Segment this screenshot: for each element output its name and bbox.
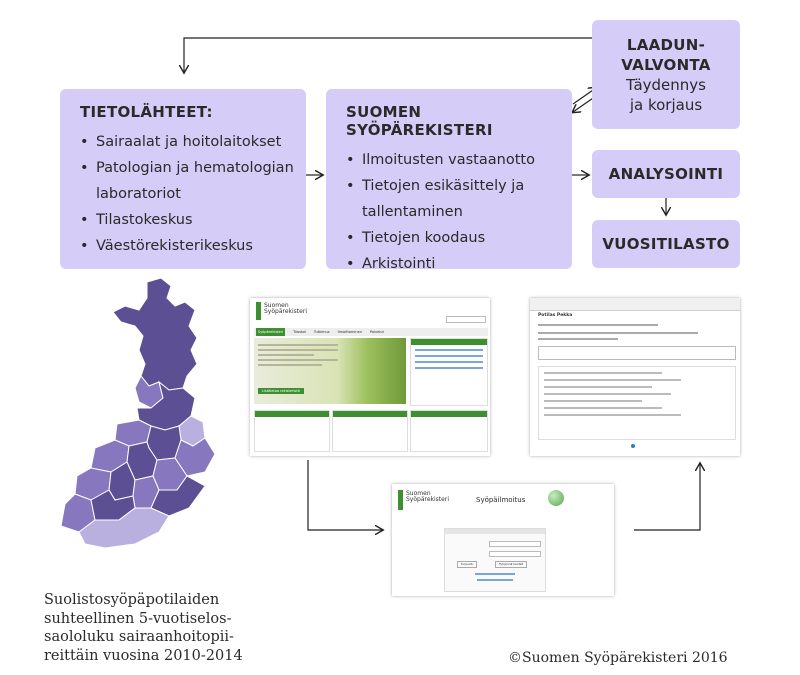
analysis-title: ANALYSOINTI xyxy=(608,165,724,183)
form-circle-icon xyxy=(631,444,635,448)
arrow-website-to-login xyxy=(307,460,382,530)
clear-button[interactable]: Tyhjennä kentät xyxy=(495,561,527,568)
website-panel xyxy=(410,410,488,452)
list-item: Tilastokeskus xyxy=(80,207,306,233)
map-region-lapland xyxy=(112,277,198,391)
caption-line: reittäin vuosina 2010-2014 xyxy=(44,647,243,664)
website-nav-item[interactable]: Tutkimus xyxy=(313,330,330,334)
website-hero: Lisätietoa rekisteristä xyxy=(254,338,406,404)
website-logo-1: Suomen xyxy=(264,302,289,309)
quality-box: LAADUN- VALVONTA Täydennys ja korjaus xyxy=(592,20,740,129)
quality-sub-2: ja korjaus xyxy=(629,95,703,114)
sources-box: TIETOLÄHTEET: Sairaalat ja hoitolaitokse… xyxy=(60,89,306,269)
login-title: Syöpäilmoitus xyxy=(476,496,526,504)
list-item: Patologian ja hematologian xyxy=(80,155,306,181)
registry-box: SUOMEN SYÖPÄREKISTERI Ilmoitusten vastaa… xyxy=(326,89,572,277)
website-nav-item[interactable]: Palvelut xyxy=(369,330,384,334)
sources-list: Sairaalat ja hoitolaitokset Patologian j… xyxy=(80,129,306,259)
registry-title: SUOMEN SYÖPÄREKISTERI xyxy=(346,103,493,139)
quality-title-1: LAADUN- xyxy=(626,35,706,54)
login-logo-1: Suomen xyxy=(406,490,431,497)
login-screenshot: Suomen Syöpärekisteri Syöpäilmoitus Kirj… xyxy=(392,484,614,596)
website-logo-2: Syöpärekisteri xyxy=(264,308,307,315)
list-item: Sairaalat ja hoitolaitokset xyxy=(80,129,306,155)
arrow-quality-to-sources xyxy=(184,37,592,72)
caption-line: suhteellinen 5-vuotiselos- xyxy=(44,610,232,627)
arrow-login-to-form xyxy=(634,464,700,531)
username-input[interactable] xyxy=(489,541,541,547)
website-nav-item[interactable]: Syöpärekisteri xyxy=(256,328,286,336)
caption-line: saololuku sairaanhoitopii- xyxy=(44,629,234,645)
list-item: Ilmoitusten vastaanotto xyxy=(346,147,572,173)
form-title: Potilas Pekka xyxy=(538,313,573,318)
website-screenshot: Suomen Syöpärekisteri Syöpärekisteri Til… xyxy=(250,298,490,456)
quality-sub-1: Täydennys xyxy=(626,75,706,94)
yearly-box: VUOSITILASTO xyxy=(592,220,740,268)
website-news xyxy=(410,338,488,406)
list-item: Tietojen esikäsittely ja xyxy=(346,173,572,199)
website-hero-button[interactable]: Lisätietoa rekisteristä xyxy=(258,388,304,394)
login-form: Kirjaudu Tyhjennä kentät xyxy=(444,528,546,592)
sources-title: TIETOLÄHTEET: xyxy=(80,103,213,121)
map-region-hus xyxy=(78,507,170,549)
yearly-title: VUOSITILASTO xyxy=(602,235,730,253)
website-panel xyxy=(254,410,330,452)
analysis-box: ANALYSOINTI xyxy=(592,150,740,198)
quality-title-2: VALVONTA xyxy=(621,55,711,74)
website-nav-item[interactable]: Ilmoittaminen xyxy=(337,330,362,334)
form-screenshot: Potilas Pekka xyxy=(530,298,740,456)
globe-icon xyxy=(548,490,564,506)
website-panel xyxy=(332,410,408,452)
login-button[interactable]: Kirjaudu xyxy=(457,561,478,568)
password-input[interactable] xyxy=(489,551,541,557)
list-item: Väestörekisterikeskus xyxy=(80,233,306,259)
login-logo-2: Syöpärekisteri xyxy=(406,496,449,503)
list-item: tallentaminen xyxy=(362,204,463,220)
website-search-input[interactable] xyxy=(446,316,486,323)
registry-list: Ilmoitusten vastaanotto Tietojen esikäsi… xyxy=(346,147,572,277)
list-item: laboratoriot xyxy=(96,186,181,202)
website-nav-item[interactable]: Tilastot xyxy=(293,330,306,334)
website-nav: Syöpärekisteri Tilastot Tutkimus Ilmoitt… xyxy=(254,328,488,336)
finland-map xyxy=(60,277,216,549)
list-item: Arkistointi xyxy=(346,251,572,277)
caption-line: Suolistosyöpäpotilaiden xyxy=(44,592,220,608)
map-caption: Suolistosyöpäpotilaiden suhteellinen 5-v… xyxy=(44,591,243,665)
copyright-text: ©Suomen Syöpärekisteri 2016 xyxy=(508,650,728,666)
list-item: Tietojen koodaus xyxy=(346,225,572,251)
